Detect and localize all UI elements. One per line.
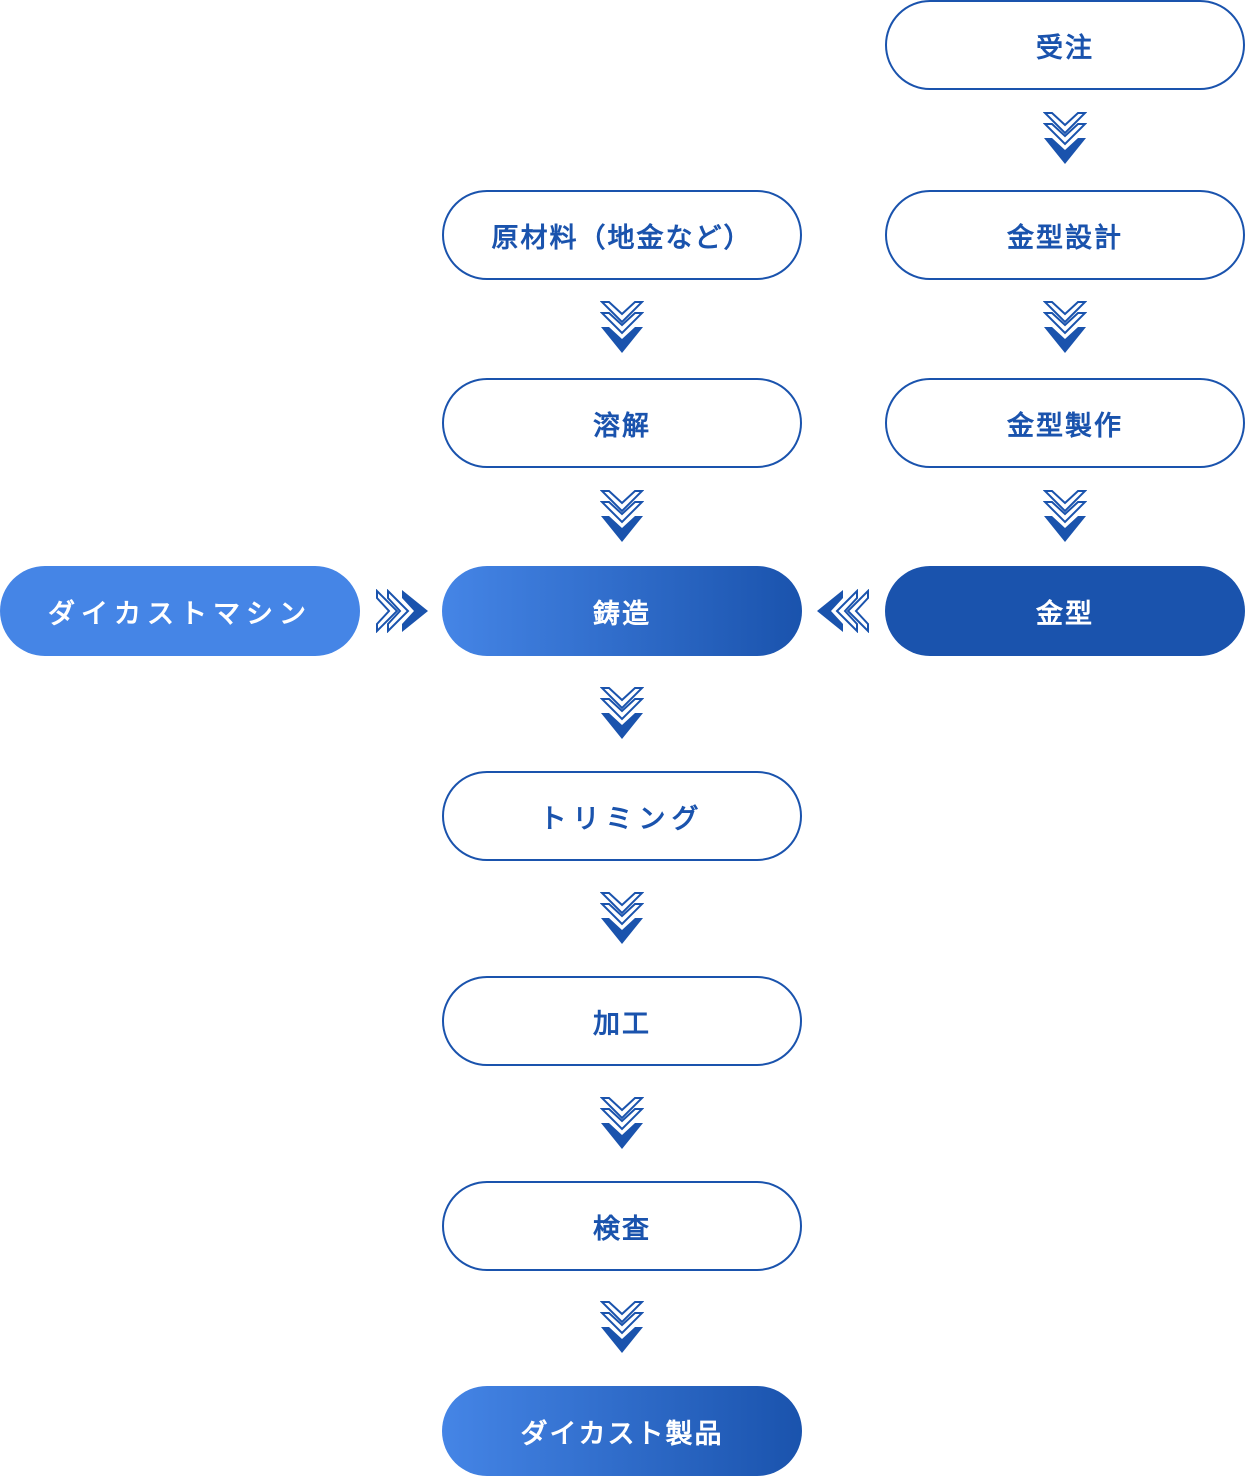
node-casting-label: 鋳造 <box>593 598 651 630</box>
node-raw-material-label: 原材料（地金など） <box>491 222 753 254</box>
double-chevron-down-icon <box>600 891 644 945</box>
node-die-design: 金型設計 <box>885 190 1245 280</box>
double-chevron-down-icon <box>600 489 644 543</box>
node-die-cast-machine: ダイカストマシン <box>0 566 360 656</box>
node-machining: 加工 <box>442 976 802 1066</box>
node-trimming-label: トリミング <box>539 803 705 835</box>
node-product-label: ダイカスト製品 <box>520 1418 724 1450</box>
double-chevron-down-icon <box>600 1096 644 1150</box>
node-die: 金型 <box>885 566 1245 656</box>
double-chevron-left-icon <box>816 589 870 633</box>
node-trimming: トリミング <box>442 771 802 861</box>
node-casting: 鋳造 <box>442 566 802 656</box>
double-chevron-down-icon <box>1043 111 1087 165</box>
node-inspection-label: 検査 <box>593 1213 651 1245</box>
double-chevron-down-icon <box>600 686 644 740</box>
node-die-label: 金型 <box>1036 598 1094 630</box>
node-inspection: 検査 <box>442 1181 802 1271</box>
node-order-label: 受注 <box>1036 32 1094 64</box>
double-chevron-right-icon <box>375 589 429 633</box>
node-product: ダイカスト製品 <box>442 1386 802 1476</box>
node-die-making-label: 金型製作 <box>1007 410 1123 442</box>
node-machining-label: 加工 <box>593 1008 651 1040</box>
node-raw-material: 原材料（地金など） <box>442 190 802 280</box>
node-die-cast-machine-label: ダイカストマシン <box>48 598 312 630</box>
double-chevron-down-icon <box>600 300 644 354</box>
double-chevron-down-icon <box>1043 300 1087 354</box>
node-order: 受注 <box>885 0 1245 90</box>
node-die-making: 金型製作 <box>885 378 1245 468</box>
double-chevron-down-icon <box>1043 489 1087 543</box>
node-melting: 溶解 <box>442 378 802 468</box>
node-melting-label: 溶解 <box>593 410 651 442</box>
node-die-design-label: 金型設計 <box>1007 222 1123 254</box>
double-chevron-down-icon <box>600 1300 644 1354</box>
